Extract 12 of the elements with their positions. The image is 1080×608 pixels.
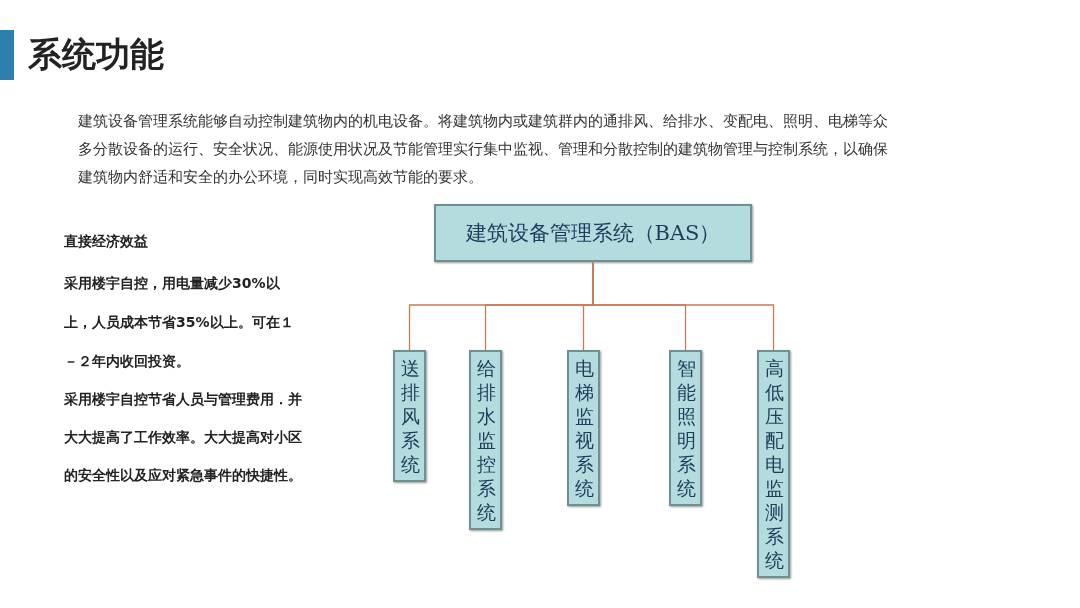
subsystem-box: 高低压配电监测系统 (757, 350, 790, 578)
subsystem-box: 送排风系统 (393, 350, 426, 482)
section-heading: 直接经济效益 (64, 232, 149, 251)
benefit-paragraph: 采用楼宇自控，用电量减少30%以上，人员成本节省35%以上。可在１－２年内收回投资。 (64, 274, 295, 371)
subsystem-box: 电梯监视系统 (567, 350, 600, 506)
subsystem-box: 智能照明系统 (669, 350, 702, 506)
system-box: 建筑设备管理系统（BAS） (434, 204, 752, 262)
page-title: 系统功能 (28, 33, 164, 76)
benefit-paragraph: 采用楼宇自控节省人员与管理费用．并大大提高了工作效率。大大提高对小区的安全性以及应对紧急事件的快捷性。 (64, 390, 303, 485)
subsystem-box: 给排水监控系统 (469, 350, 502, 530)
intro-paragraph: 建筑设备管理系统能够自动控制建筑物内的机电设备。将建筑物内或建筑群内的通排风、给排水、变配电、照明、电梯等众多分散设备的运行、安全状况、能源使用状况及节能管理实行集中监视、管理和分散控制的建筑物管理与控制系统，以确保建筑物内舒适和安全的办公环境，同时实现高效节能的要求。 (78, 112, 889, 187)
connector-line (592, 261, 775, 351)
